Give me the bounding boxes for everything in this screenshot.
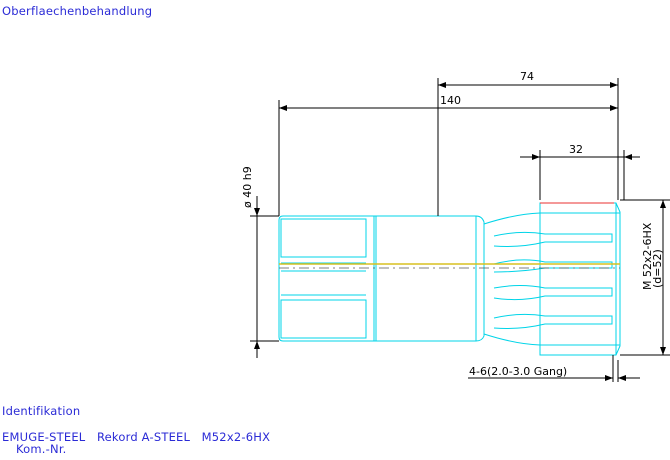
chamfer-note: 4-6(2.0-3.0 Gang) (469, 365, 567, 378)
flute-3 (493, 285, 613, 301)
dim-text-diameter: ø 40 h9 (241, 166, 254, 208)
dim-text-74: 74 (520, 70, 534, 83)
flute-1 (493, 231, 613, 247)
shank-body (278, 215, 375, 342)
surface-treatment-heading: Oberflaechenbehandlung (2, 4, 153, 18)
flute-2 (493, 259, 613, 273)
tap-tool-outline (278, 202, 621, 356)
dim-text-32: 32 (569, 143, 583, 156)
shank-flat-top (280, 218, 367, 258)
neck-body (374, 215, 485, 342)
dimension-lines (250, 78, 670, 382)
identification-heading: Identifikation (2, 404, 81, 418)
centerline (279, 263, 620, 269)
dim-text-140: 140 (440, 94, 461, 107)
thread-body (539, 202, 621, 356)
dim-text-thread: M 52x2-6HX (641, 222, 654, 290)
shank-flat-bottom (280, 299, 367, 339)
dim-text-thread-d: (d=52) (651, 249, 664, 288)
kom-label: Kom.-Nr. (16, 442, 67, 456)
product-line: EMUGE-STEEL Rekord A-STEEL M52x2-6HX (2, 430, 271, 444)
flute-4 (493, 313, 613, 329)
